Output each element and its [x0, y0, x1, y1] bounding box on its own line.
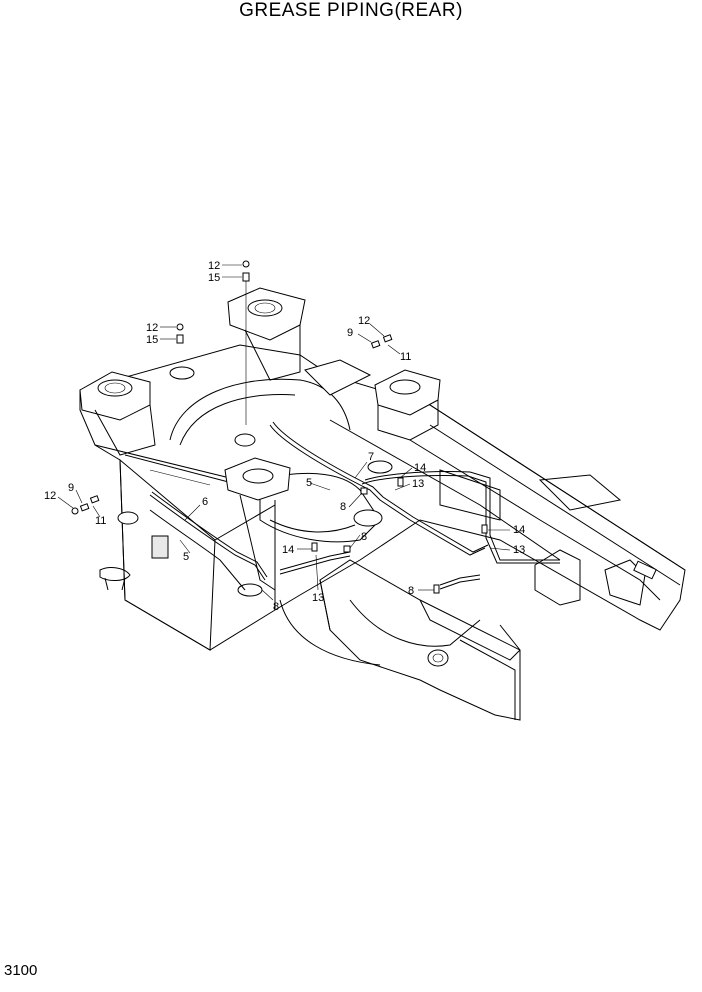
- grease-pipes: [149, 421, 560, 591]
- callout-8-d: 8: [408, 585, 414, 597]
- callout-labels: 12 15 12 15 12 9 11 7 14 5 13 8 12 9 11 …: [44, 260, 525, 613]
- callout-14-b: 14: [513, 524, 525, 536]
- callout-12-d: 12: [44, 490, 56, 502]
- callout-12-b: 12: [146, 322, 158, 334]
- fittings: [71, 260, 488, 594]
- callout-9-b: 9: [68, 482, 74, 494]
- callout-14-c: 14: [282, 544, 294, 556]
- callout-15-a: 15: [208, 272, 220, 284]
- callout-13-a: 13: [412, 478, 424, 490]
- callout-13-c: 13: [312, 592, 324, 604]
- callout-9-a: 9: [347, 327, 353, 339]
- callout-7: 7: [368, 451, 374, 463]
- page-title: GREASE PIPING(REAR): [239, 0, 463, 21]
- callout-8-a: 8: [340, 501, 346, 513]
- mounting-pads: [79, 287, 441, 597]
- callout-6: 6: [202, 496, 208, 508]
- upper-frame: [79, 344, 686, 721]
- callout-11-a: 11: [400, 351, 411, 363]
- callout-12-a: 12: [208, 260, 220, 272]
- callout-14-a: 14: [414, 462, 426, 474]
- callout-8-b: 8: [361, 531, 367, 543]
- page-number: 3100: [4, 962, 38, 979]
- callout-13-b: 13: [513, 544, 525, 556]
- callout-12-c: 12: [358, 315, 370, 327]
- callout-15-b: 15: [146, 334, 158, 346]
- callout-8-c: 8: [273, 601, 279, 613]
- callout-11-b: 11: [95, 515, 106, 527]
- leader-lines: [57, 264, 511, 601]
- callout-5-a: 5: [306, 477, 312, 489]
- callout-5-b: 5: [183, 551, 189, 563]
